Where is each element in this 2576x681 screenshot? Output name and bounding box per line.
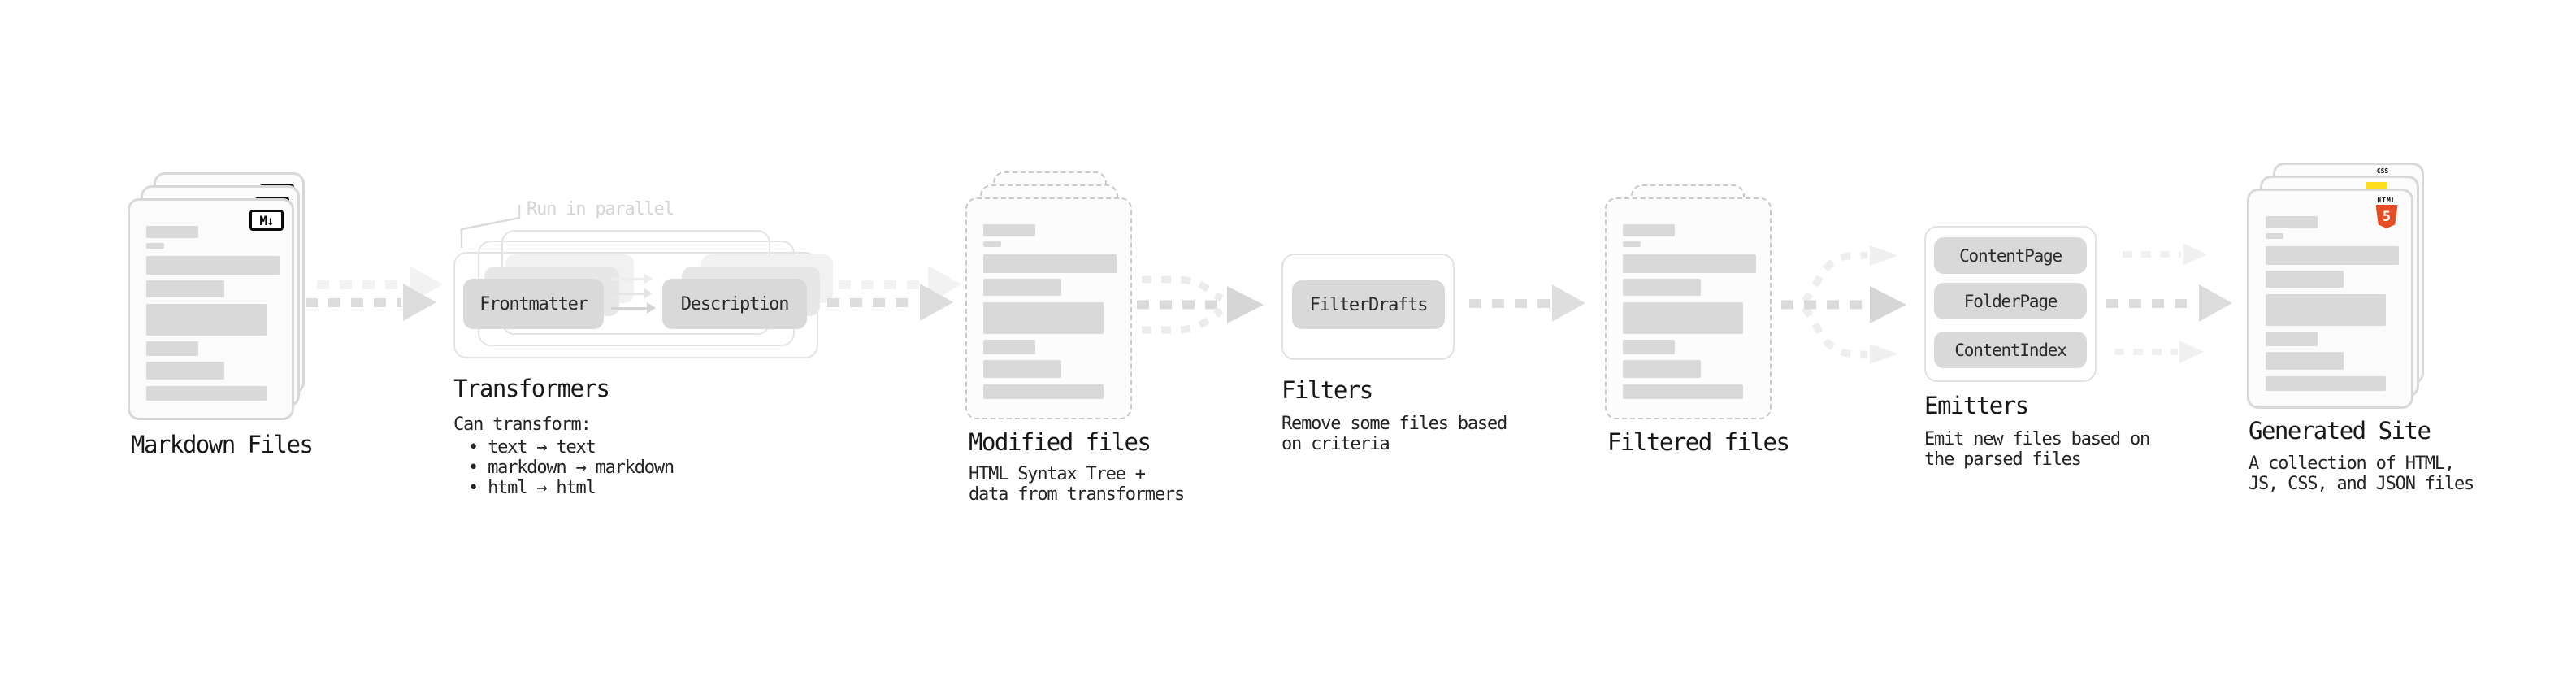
contentpage-button: ContentPage	[1934, 237, 2087, 274]
transformers-bullet: • html → html	[468, 478, 596, 498]
text-line-placeholder	[2266, 376, 2386, 391]
text-line-placeholder	[1623, 302, 1743, 334]
flow-arrow-ghost-icon	[2123, 243, 2207, 266]
filters-description: Remove some files based	[1281, 414, 1507, 434]
markdown-file-card-front: M↓	[128, 198, 294, 420]
flow-arrow-ghost-icon	[2114, 340, 2204, 363]
transform-arrow-icon	[611, 288, 653, 298]
transform-arrow-icon	[611, 274, 653, 284]
stage-label-filters: Filters	[1281, 376, 1373, 404]
contentindex-button: ContentIndex	[1934, 332, 2087, 368]
transformers-bullet: • text → text	[468, 437, 596, 458]
fanout-arrow-icon	[1781, 245, 1906, 364]
emitters-description: the parsed files	[1924, 449, 2082, 470]
text-line-placeholder	[2266, 233, 2283, 239]
transform-arrow-icon	[611, 303, 656, 313]
text-line-placeholder	[146, 386, 267, 401]
transformers-description-heading: Can transform:	[453, 414, 592, 435]
text-line-placeholder	[1623, 254, 1756, 273]
text-line-placeholder	[146, 362, 224, 380]
annotation-callout-line	[460, 205, 521, 248]
run-in-parallel-annotation: Run in parallel	[527, 199, 674, 219]
converging-arrow-icon	[1137, 275, 1264, 334]
text-line-placeholder	[146, 256, 280, 275]
flow-arrow-icon	[827, 284, 953, 321]
text-line-placeholder	[146, 304, 267, 336]
frontmatter-button: Frontmatter	[463, 279, 604, 329]
text-line-placeholder	[2266, 352, 2344, 370]
text-line-placeholder	[146, 226, 198, 238]
stage-label-markdown-files: Markdown Files	[131, 431, 314, 458]
text-line-placeholder	[2266, 271, 2344, 288]
markdown-icon: M↓	[249, 210, 284, 231]
stage-label-filtered-files: Filtered files	[1607, 428, 1790, 456]
text-line-placeholder	[983, 340, 1035, 354]
text-line-placeholder	[2266, 216, 2318, 228]
generated-file-card-html: HTML 5	[2247, 189, 2413, 409]
text-line-placeholder	[983, 384, 1104, 399]
text-line-placeholder	[983, 224, 1035, 236]
text-line-placeholder	[983, 302, 1104, 334]
text-line-placeholder	[2266, 332, 2318, 346]
text-line-placeholder	[983, 241, 1001, 247]
text-line-placeholder	[1623, 224, 1675, 236]
modified-files-description: data from transformers	[969, 484, 1185, 505]
flow-arrow-icon	[1469, 284, 1585, 322]
text-line-placeholder	[983, 279, 1061, 296]
modified-file-card-front	[965, 197, 1132, 419]
stage-label-emitters: Emitters	[1924, 392, 2029, 419]
text-line-placeholder	[1623, 360, 1701, 378]
stage-label-transformers: Transformers	[453, 375, 610, 402]
stage-label-modified-files: Modified files	[969, 428, 1151, 456]
text-line-placeholder	[983, 254, 1117, 273]
text-line-placeholder	[983, 360, 1061, 378]
text-line-placeholder	[146, 243, 164, 249]
text-line-placeholder	[146, 280, 224, 297]
description-button: Description	[662, 279, 807, 329]
text-line-placeholder	[1623, 340, 1675, 354]
emitters-description: Emit new files based on	[1924, 429, 2150, 449]
folderpage-button: FolderPage	[1934, 283, 2087, 319]
generated-site-description: A collection of HTML,	[2249, 453, 2455, 474]
text-line-placeholder	[2266, 246, 2399, 265]
text-line-placeholder	[1623, 279, 1701, 296]
flow-arrow-icon	[306, 284, 436, 321]
text-line-placeholder	[2266, 294, 2386, 326]
text-line-placeholder	[146, 341, 198, 356]
filterdrafts-button: FilterDrafts	[1292, 280, 1445, 329]
filtered-file-card-front	[1605, 197, 1772, 419]
generated-site-description: JS, CSS, and JSON files	[2249, 474, 2474, 494]
modified-files-description: HTML Syntax Tree +	[969, 464, 1146, 484]
text-line-placeholder	[1623, 384, 1743, 399]
html5-icon: HTML 5	[2374, 197, 2400, 228]
stage-label-generated-site: Generated Site	[2249, 417, 2431, 445]
flow-arrow-icon	[2106, 284, 2232, 322]
filters-description: on criteria	[1281, 434, 1390, 454]
text-line-placeholder	[1623, 241, 1641, 247]
transformers-bullet: • markdown → markdown	[468, 458, 674, 478]
